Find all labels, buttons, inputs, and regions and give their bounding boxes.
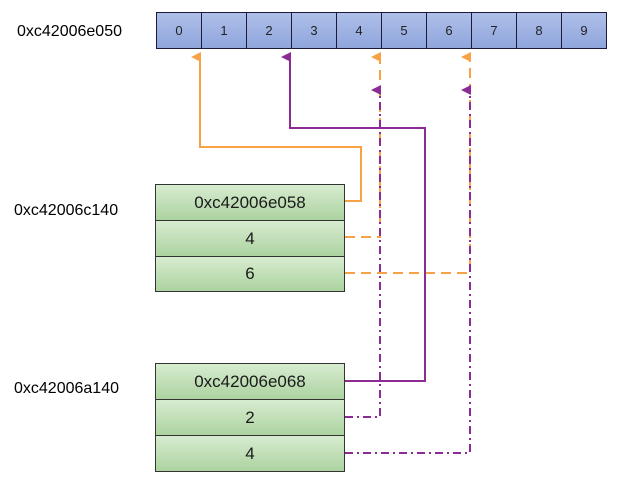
struct1-address-label: 0xc42006c140 [14,202,119,219]
array-cell-3: 3 [291,12,337,49]
array-cell-6: 6 [426,12,472,49]
struct1-cap-field: 6 [155,256,345,292]
struct2-len-field: 2 [155,399,345,436]
struct1-len-field: 4 [155,220,345,257]
array-cell-5: 5 [381,12,427,49]
array-cell-1: 1 [201,12,247,49]
array-cell-9: 9 [561,12,607,49]
array-cell-7: 7 [471,12,517,49]
struct1-cap-arrow [345,52,471,274]
array-cell-0: 0 [156,12,202,49]
struct1-pointer-arrow [191,52,362,202]
array-cell-8: 8 [516,12,562,49]
struct2-pointer-field: 0xc42006e068 [155,363,345,400]
struct2-len-arrow [345,85,381,418]
array-cell-2: 2 [246,12,292,49]
struct1-pointer-field: 0xc42006e058 [155,184,345,221]
struct2-cap-arrow [345,85,471,454]
struct2-cap-field: 4 [155,435,345,472]
struct2-address-label: 0xc42006a140 [14,380,119,397]
array-address-label: 0xc42006e050 [17,23,122,40]
struct1-len-arrow [345,52,381,238]
array-cell-4: 4 [336,12,382,49]
